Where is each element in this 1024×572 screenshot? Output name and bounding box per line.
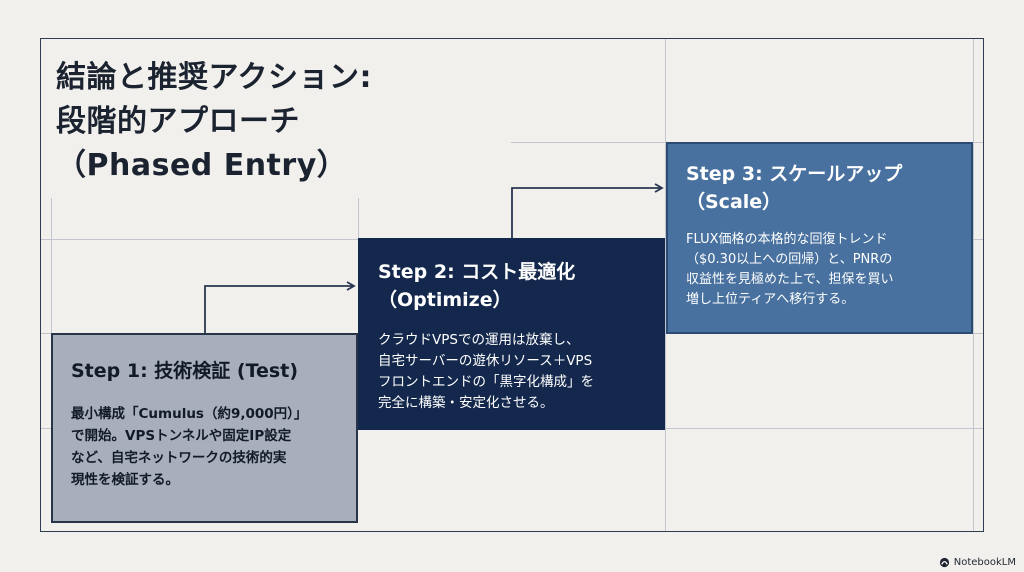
grid-line	[358, 198, 359, 238]
step-3-box: Step 3: スケールアップ （Scale） FLUX価格の本格的な回復トレン…	[666, 142, 973, 334]
step-2-title-line: （Optimize）	[378, 289, 512, 311]
step-3-description-line: （$0.30以上への回帰）と、PNRの	[686, 252, 893, 267]
arrow-step-1-to-2	[204, 281, 356, 333]
notebooklm-logo-icon	[939, 557, 949, 568]
step-3-description-line: FLUX価格の本格的な回復トレンド	[686, 232, 888, 247]
step-1-description-line: 現性を検証する。	[71, 472, 179, 488]
step-1-description-line: など、自宅ネットワークの技術的実	[71, 450, 287, 466]
step-3-description-line: 収益性を見極めた上で、担保を買い	[686, 272, 894, 287]
step-1-description: 最小構成「Cumulus（約9,000円）」 で開始。VPSトンネルや固定IP設…	[71, 403, 340, 491]
step-2-description-line: フロントエンドの「黒字化構成」を	[378, 374, 594, 390]
grid-line	[973, 39, 974, 531]
slide-title-line: 段階的アプローチ	[56, 104, 300, 139]
step-3-title: Step 3: スケールアップ （Scale）	[686, 160, 955, 216]
step-3-title-line: （Scale）	[686, 191, 782, 213]
step-2-title-line: Step 2: コスト最適化	[378, 261, 576, 283]
step-2-description-line: クラウドVPSでの運用は放棄し、	[378, 332, 580, 348]
step-1-box: Step 1: 技術検証 (Test) 最小構成「Cumulus（約9,000円…	[51, 333, 358, 523]
step-1-title-line: Step 1: 技術検証 (Test)	[71, 360, 298, 382]
slide-title-line: 結論と推奨アクション:	[56, 60, 372, 95]
grid-line	[665, 39, 666, 531]
slide-title: 結論と推奨アクション: 段階的アプローチ （Phased Entry）	[56, 56, 372, 188]
notebooklm-label: NotebookLM	[953, 557, 1016, 568]
step-3-title-line: Step 3: スケールアップ	[686, 163, 903, 185]
slide-title-line: （Phased Entry）	[56, 148, 348, 183]
step-2-title: Step 2: コスト最適化 （Optimize）	[378, 258, 649, 314]
step-2-description: クラウドVPSでの運用は放棄し、 自宅サーバーの遊休リソース＋VPS フロントエ…	[378, 330, 649, 414]
step-2-description-line: 完全に構築・安定化させる。	[378, 395, 554, 411]
grid-line	[51, 198, 52, 333]
step-2-description-line: 自宅サーバーの遊休リソース＋VPS	[378, 353, 593, 369]
step-1-title: Step 1: 技術検証 (Test)	[71, 357, 340, 385]
arrow-step-2-to-3	[511, 183, 664, 238]
notebooklm-badge: NotebookLM	[939, 557, 1016, 568]
step-3-description: FLUX価格の本格的な回復トレンド （$0.30以上への回帰）と、PNRの 収益…	[686, 230, 955, 310]
step-2-box: Step 2: コスト最適化 （Optimize） クラウドVPSでの運用は放棄…	[358, 238, 665, 430]
slide-frame	[40, 38, 984, 532]
step-1-description-line: で開始。VPSトンネルや固定IP設定	[71, 428, 292, 444]
step-1-description-line: 最小構成「Cumulus（約9,000円）」	[71, 406, 308, 422]
step-3-description-line: 増し上位ティアへ移行する。	[686, 292, 855, 307]
